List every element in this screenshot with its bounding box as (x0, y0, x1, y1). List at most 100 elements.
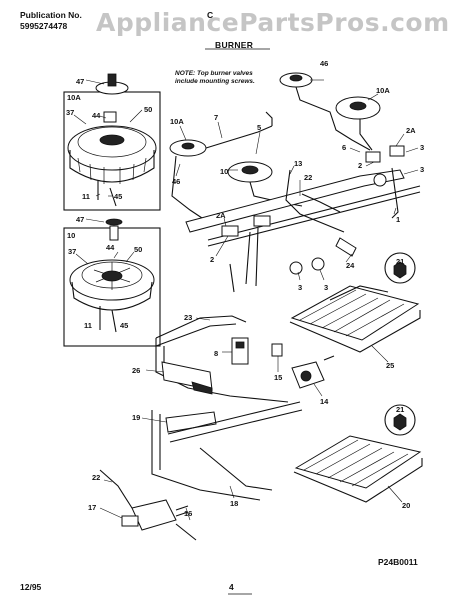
label-13: 13 (294, 159, 302, 168)
label-3-right-2: 3 (420, 165, 424, 174)
label-21-upper: 21 (396, 257, 404, 266)
lead-25 (371, 345, 389, 363)
label-inset-2-ref: 47 (76, 215, 84, 224)
baffle-25-edge (289, 310, 421, 353)
frame-18 (151, 410, 261, 501)
label-26: 26 (132, 366, 140, 375)
publication-label: Publication No. (20, 10, 82, 20)
inset-2-lead-44 (113, 251, 119, 259)
ignitor-module-8-window (235, 341, 245, 349)
label-inset-2-44: 44 (106, 243, 115, 252)
label-22: 22 (304, 173, 312, 182)
label-inset-1-44: 44 (92, 111, 101, 120)
publication-number: 5995274478 (20, 21, 68, 31)
label-inset-2-37: 37 (68, 247, 76, 256)
label-16: 16 (184, 509, 192, 518)
lead-10a-left (179, 125, 187, 141)
valve-17-outlet (175, 505, 189, 517)
lead-6 (349, 147, 361, 153)
label-10a-top: 10A (376, 86, 390, 95)
inset-1-lead-50 (129, 109, 143, 123)
label-3-mid-1: 3 (298, 283, 302, 292)
label-5: 5 (257, 123, 261, 132)
label-17: 17 (88, 503, 96, 512)
label-inset-1-title: 10A (67, 93, 81, 102)
top-burner-front-left-center (181, 142, 195, 150)
valve-knob-mid-2 (311, 257, 325, 271)
label-inset-2-11: 11 (84, 321, 92, 330)
tube-7 (205, 125, 273, 149)
tube-22-lower (99, 469, 133, 509)
page-number: 4 (229, 582, 234, 592)
ignitor-19 (165, 411, 217, 433)
lead-24 (345, 253, 353, 263)
label-19: 19 (132, 413, 140, 422)
valve-knob-mid-1 (289, 261, 303, 275)
baffle-20-ribs (303, 439, 409, 487)
lead-3-right-1 (405, 147, 419, 153)
label-inset-1-11: 11 (82, 192, 90, 201)
part-labels: 46 10A 10A 7 5 46 10 13 22 2A 6 2 3 3 1 … (88, 59, 424, 518)
section-title: BURNER (215, 40, 254, 50)
label-inset-2-45: 45 (120, 321, 128, 330)
inset-burner-10a: 47 10A 37 44 50 11 45 (63, 73, 161, 211)
inset-1-wire (109, 187, 117, 207)
label-inset-2-title: 10 (67, 231, 75, 240)
label-inset-1-37: 37 (66, 108, 74, 117)
lead-20 (387, 485, 403, 503)
inset-1-lead-37 (73, 114, 87, 125)
label-2-right: 2 (358, 161, 362, 170)
top-burner-rear-right-center (349, 101, 367, 111)
label-10: 10 (220, 167, 228, 176)
lead-2-left (215, 235, 229, 257)
nut-21-callout-upper (384, 252, 416, 284)
inset-2-burner-center (101, 270, 123, 282)
label-3-right-1: 3 (420, 143, 424, 152)
inset-1-burner-head (67, 125, 157, 171)
lead-3-right-2 (403, 169, 419, 175)
label-inset-1-45: 45 (114, 192, 122, 201)
lead-3-mid-2 (319, 269, 325, 281)
label-15: 15 (274, 373, 282, 382)
baffle-25-ribs (299, 289, 405, 337)
label-21-lower: 21 (396, 405, 404, 414)
label-23: 23 (184, 313, 192, 322)
top-burner-front-right-center (241, 165, 259, 175)
inset-2-lead-47 (85, 218, 105, 223)
lead-23 (195, 317, 211, 321)
label-8: 8 (214, 349, 218, 358)
burner-baffle-25 (290, 285, 420, 341)
note-text: NOTE: Top burner valves include mounting… (175, 70, 255, 86)
label-14: 14 (320, 397, 329, 406)
label-25: 25 (386, 361, 394, 370)
label-46-left: 46 (172, 177, 180, 186)
valve-left-1 (221, 225, 239, 237)
publication-info: Publication No. 5995274478 (20, 10, 82, 32)
lead-2-right (365, 161, 375, 167)
tube-23-lower (155, 323, 237, 347)
tube-22 (301, 193, 341, 213)
lead-7 (217, 121, 223, 139)
lead-22-lower (103, 479, 113, 483)
label-inset-2-50: 50 (134, 245, 142, 254)
lead-1 (393, 207, 397, 215)
note-line-2: include mounting screws. (175, 78, 255, 85)
label-6: 6 (342, 143, 346, 152)
lead-19 (141, 417, 167, 423)
tube-front-left (171, 155, 209, 223)
leader-lines (99, 79, 419, 521)
label-3-mid-2: 3 (324, 283, 328, 292)
support-rod (245, 227, 259, 287)
tube-rear-left (295, 86, 371, 151)
label-20: 20 (402, 501, 410, 510)
note-line-1: NOTE: Top burner valves (175, 70, 253, 77)
inset-1-electrode (103, 111, 117, 123)
pipe-18-upper (167, 401, 303, 443)
valve-knob-right (373, 173, 387, 187)
tube-rear-right (359, 119, 373, 151)
model-number: C (207, 10, 214, 20)
lead-5 (255, 131, 261, 155)
label-22-lower: 22 (92, 473, 100, 482)
baffle-20-edge (293, 458, 423, 503)
valve-right-2 (389, 145, 405, 157)
